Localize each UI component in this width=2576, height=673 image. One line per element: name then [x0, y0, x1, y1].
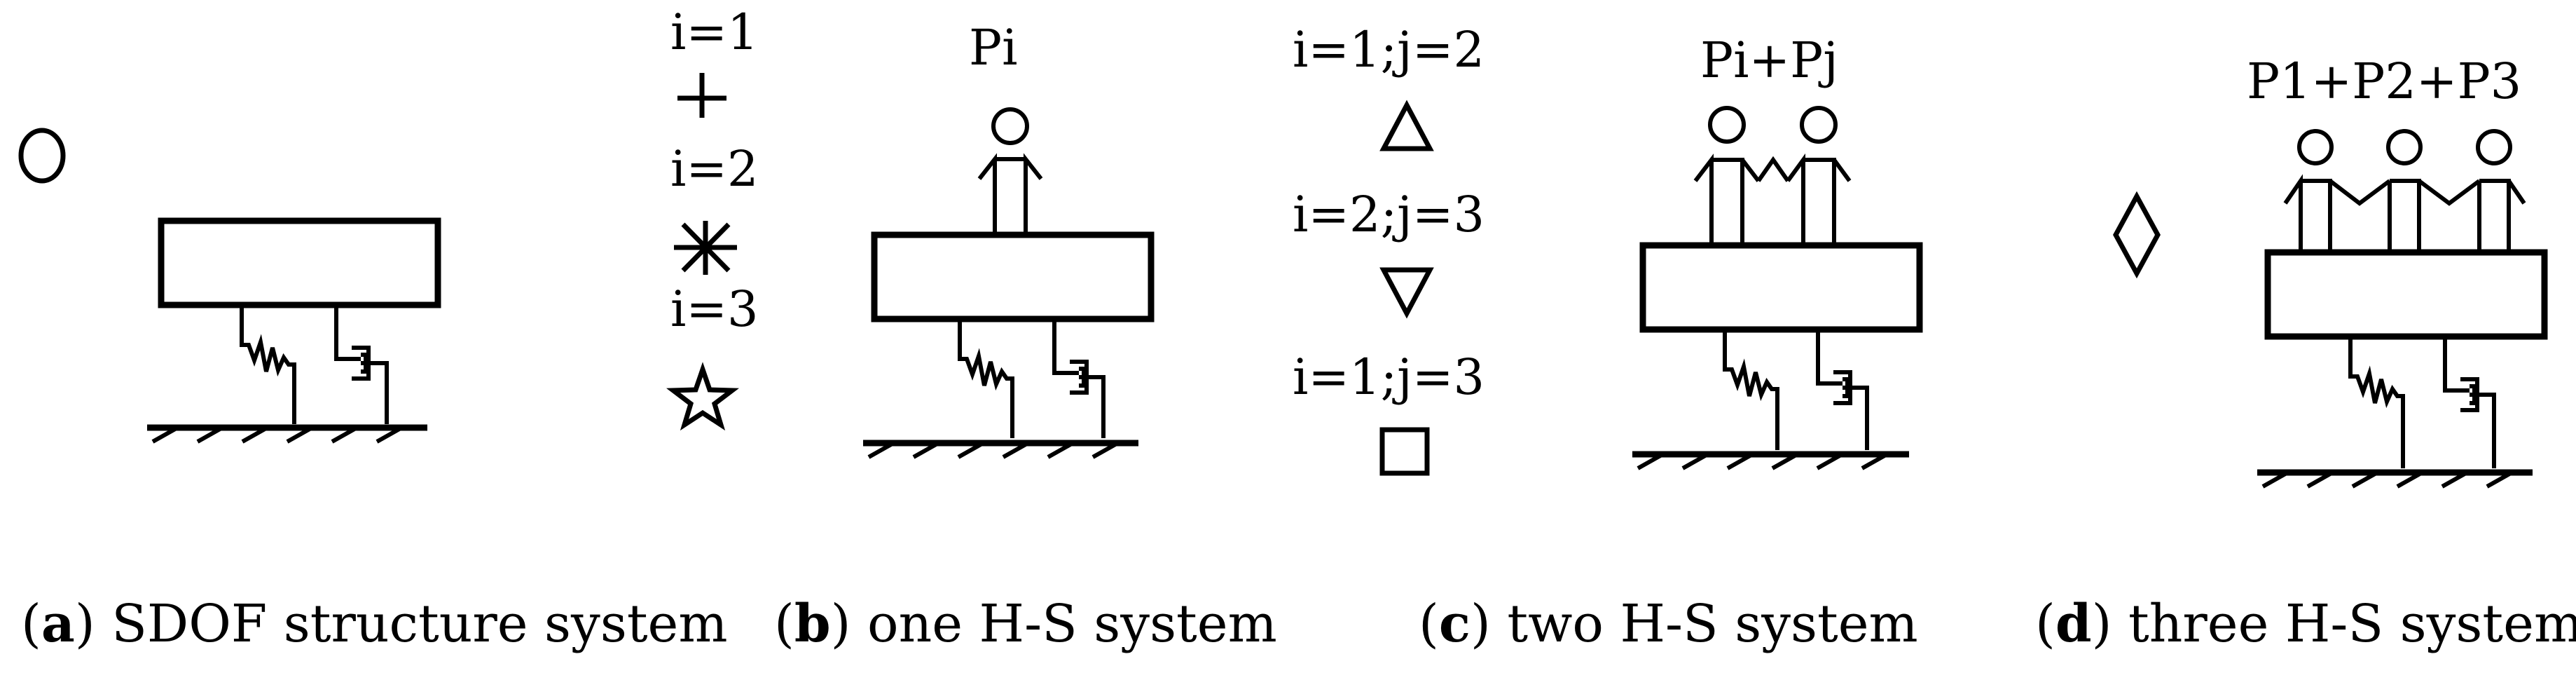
diamond-marker-icon [2113, 191, 2161, 279]
caption-d: (d) three H-S system [2035, 594, 2576, 654]
ground-hatch [863, 440, 1138, 459]
square-marker-icon [1379, 427, 1430, 476]
human-figure [1786, 106, 1852, 245]
spring-element [958, 319, 1014, 438]
mass-block [2264, 249, 2548, 340]
triangle-down-marker-icon [1379, 267, 1434, 319]
legend-label-b-1: i=1 [670, 4, 759, 61]
ground-hatch [1632, 451, 1909, 470]
legend-label-c-1: i=1;j=2 [1293, 21, 1485, 79]
legend-label-c-2: i=2;j=3 [1293, 186, 1485, 243]
spring-element [1723, 329, 1779, 450]
triangle-up-marker-icon [1379, 100, 1434, 151]
circle-marker-icon [18, 128, 66, 184]
human-figure [1693, 106, 1761, 245]
panel-b: i=1 i=2 i=3 Pi [666, 4, 1277, 654]
spring-element [2348, 336, 2405, 468]
human-figure [977, 107, 1043, 235]
human-figure [2386, 129, 2423, 252]
mass-block [158, 217, 441, 308]
spring-element [240, 305, 296, 424]
panel-c: i=1;j=2 i=2;j=3 i=1;j=3 Pi+Pj [1293, 21, 1923, 654]
caption-c: (c) two H-S system [1419, 594, 1918, 654]
human-figure [2283, 129, 2334, 252]
damper-element [334, 305, 389, 424]
load-label-p1-p2-p3: P1+P2+P3 [2247, 53, 2521, 110]
ground-hatch [2257, 469, 2533, 489]
load-label-pi: Pi [969, 19, 1018, 76]
caption-b: (b) one H-S system [774, 594, 1277, 654]
load-label-pi-pj: Pi+Pj [1700, 32, 1838, 89]
human-figure [2476, 129, 2526, 252]
linked-arms [1756, 156, 1790, 182]
damper-element [1052, 319, 1106, 438]
ground-hatch [147, 424, 427, 444]
asterisk-marker-icon [674, 221, 737, 275]
linked-arms [2418, 179, 2481, 206]
legend-label-c-3: i=1;j=3 [1293, 348, 1485, 406]
damper-element [1816, 329, 1869, 450]
legend-label-b-2: i=2 [670, 140, 759, 198]
linked-arms [2329, 179, 2391, 206]
damper-element [2443, 336, 2496, 468]
star-marker-icon [666, 362, 739, 431]
mass-block [871, 231, 1155, 322]
sdof-structure [147, 217, 441, 444]
caption-a: (a) SDOF structure system [21, 594, 728, 654]
plus-marker-icon [677, 73, 726, 118]
panel-d: P1+P2+P3 ( [2035, 53, 2576, 654]
legend-label-b-3: i=3 [670, 280, 759, 338]
panel-a: (a) SDOF structure system [18, 128, 728, 654]
mass-block [1639, 242, 1923, 333]
